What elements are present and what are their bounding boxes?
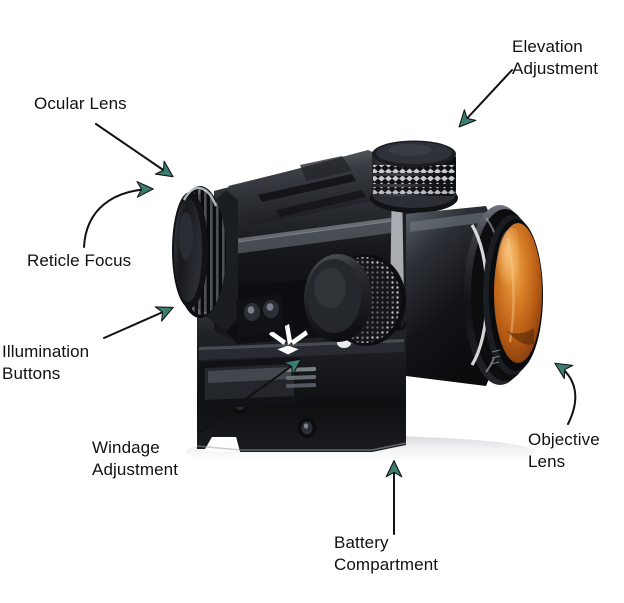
vortex-logo — [269, 324, 308, 355]
label-reticle-focus: Reticle Focus — [27, 251, 132, 270]
label-windage-adjustment: Windage Adjustment — [92, 438, 179, 479]
label-elevation-adjustment: Elevation Adjustment — [512, 37, 599, 78]
label-objective-lens: Objective Lens — [528, 430, 600, 471]
windage-turret — [304, 254, 406, 346]
ocular-assembly — [172, 186, 238, 332]
pointer-illumination-buttons — [103, 306, 174, 339]
pointer-windage-adjustment — [199, 358, 302, 433]
pointer-reticle-focus — [83, 181, 154, 248]
elevation-turret — [370, 140, 458, 213]
pointer-objective-lens — [554, 362, 577, 425]
objective-assembly — [406, 205, 543, 386]
illumination-buttons-part — [236, 294, 284, 338]
label-illumination-buttons: Illumination Buttons — [2, 342, 90, 383]
callout-pointers — [83, 69, 577, 535]
battery-compartment-part — [199, 357, 300, 409]
pointer-elevation-adjustment — [458, 69, 513, 128]
pointer-ocular-lens — [95, 123, 174, 178]
label-battery-compartment: Battery Compartment — [334, 533, 439, 574]
label-ocular-lens: Ocular Lens — [34, 94, 127, 113]
scope-illustration — [172, 140, 543, 468]
